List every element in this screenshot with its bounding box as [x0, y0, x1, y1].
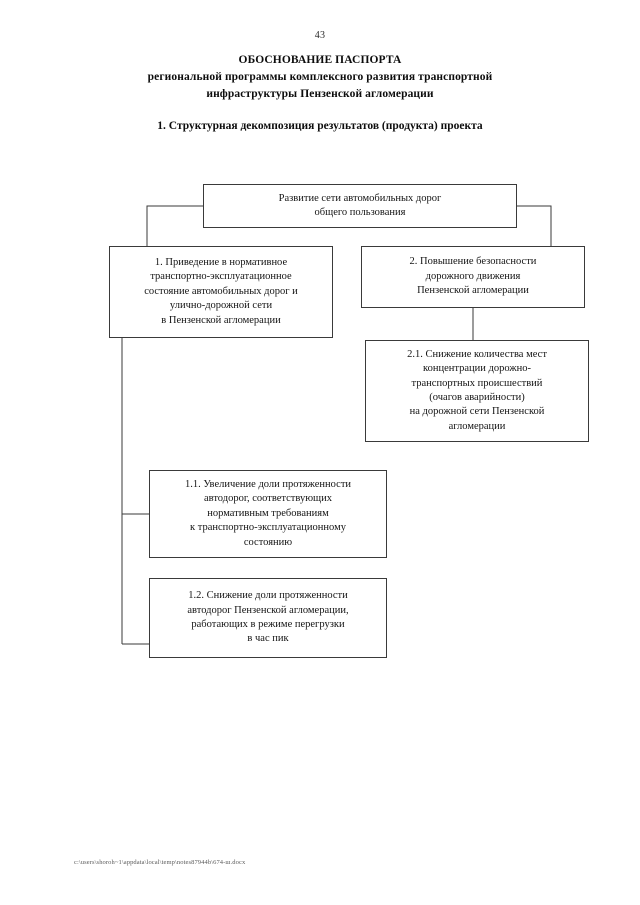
wbs-node-2-label: 2. Повышение безопасности дорожного движ… — [409, 256, 537, 297]
wbs-node-1-1-label: 1.1. Увеличение доли протяженности автод… — [184, 478, 352, 548]
wbs-node-1-1[interactable]: 1.1. Увеличение доли протяженности автод… — [149, 470, 387, 558]
wbs-node-1-2[interactable]: 1.2. Снижение доли протяженности автодор… — [149, 578, 387, 658]
wbs-node-1[interactable]: 1. Приведение в нормативное транспортно-… — [109, 246, 333, 338]
title-line-2: региональной программы комплексного разв… — [147, 71, 493, 83]
section-heading: 1. Структурная декомпозиция результатов … — [157, 120, 483, 132]
wbs-node-root[interactable]: Развитие сети автомобильных дорог общего… — [203, 184, 517, 228]
connector-root-to-1 — [146, 205, 203, 246]
connector-root-to-2 — [517, 205, 552, 246]
wbs-node-root-label: Развитие сети автомобильных дорог общего… — [278, 192, 442, 218]
wbs-node-1-2-label: 1.2. Снижение доли протяженности автодор… — [187, 590, 349, 645]
document-title-block: ОБОСНОВАНИЕ ПАСПОРТА региональной програ… — [70, 52, 570, 103]
page-number: 43 — [314, 30, 326, 41]
title-line-3: инфраструктуры Пензенской агломерации — [206, 88, 434, 100]
wbs-node-2-1[interactable]: 2.1. Снижение количества мест концентрац… — [365, 340, 589, 442]
footer-file-path: c:\users\shoroh~1\appdata\local\temp\not… — [74, 859, 246, 866]
wbs-node-1-label: 1. Приведение в нормативное транспортно-… — [144, 256, 298, 326]
wbs-node-2-1-label: 2.1. Снижение количества мест концентрац… — [407, 348, 547, 432]
title-line-1: ОБОСНОВАНИЕ ПАСПОРТА — [238, 54, 402, 66]
wbs-node-2[interactable]: 2. Повышение безопасности дорожного движ… — [361, 246, 585, 308]
